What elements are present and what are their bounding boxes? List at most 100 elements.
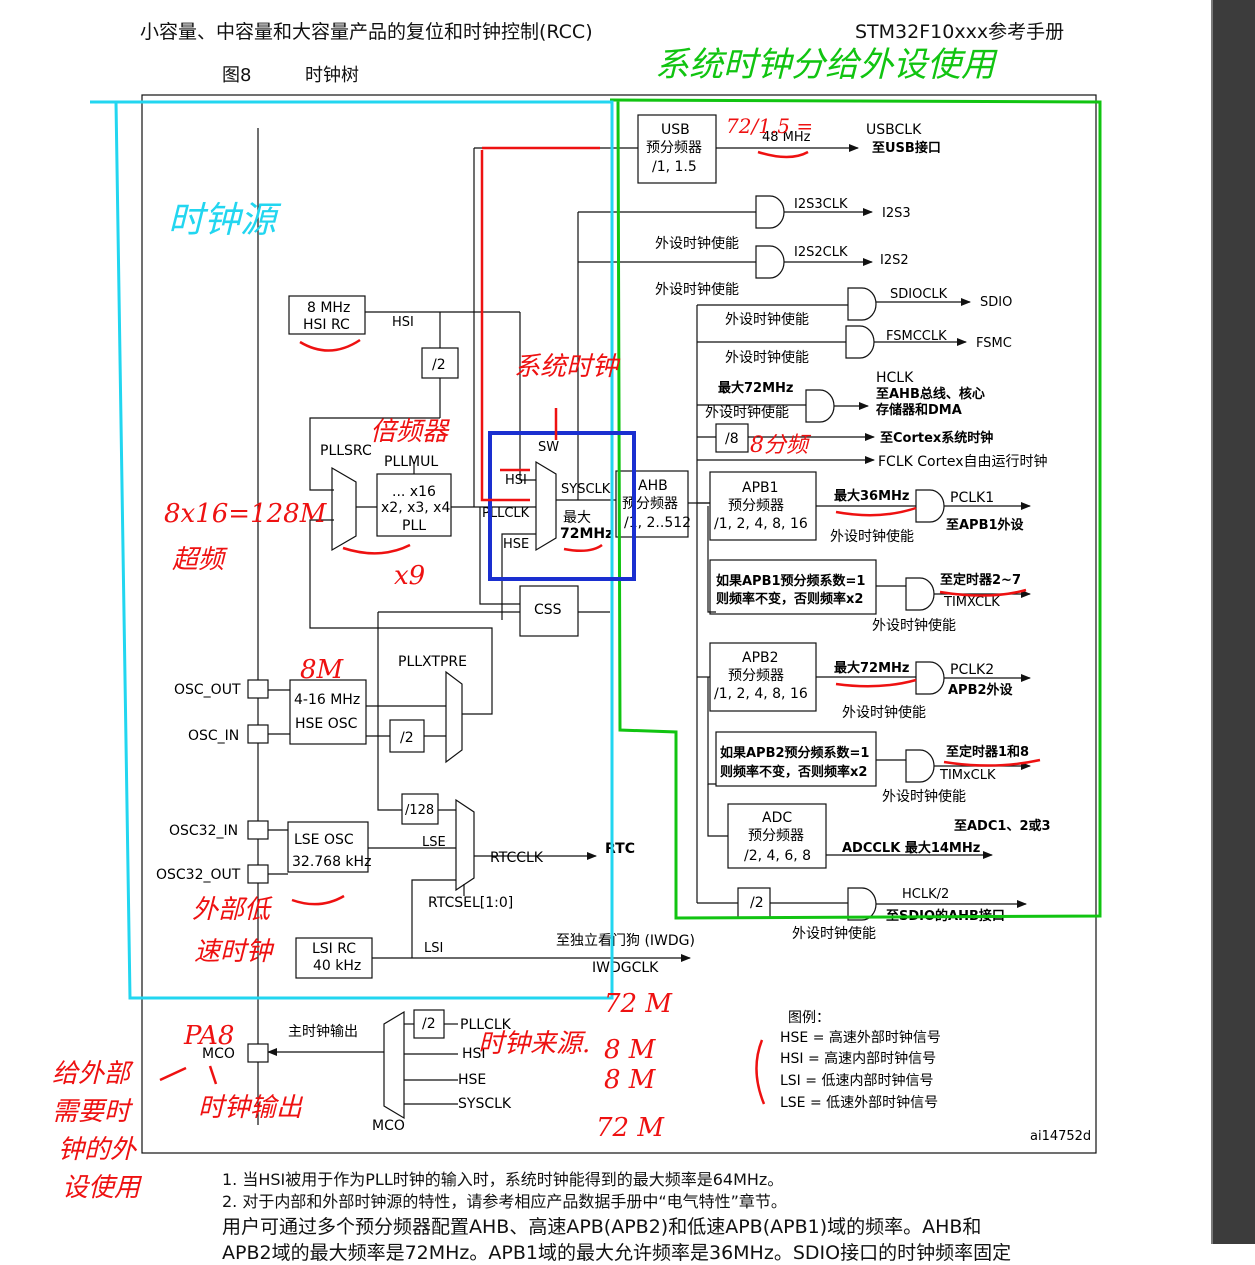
timer27-label: 至定时器2~7 xyxy=(940,572,1021,588)
figure-number: 图8 xyxy=(222,65,252,86)
fsmcclk-label: FSMCCLK xyxy=(886,329,947,344)
to-adc: 至ADC1、2或3 xyxy=(954,818,1051,834)
i2s2-label: I2S2 xyxy=(880,253,909,268)
css-label: CSS xyxy=(534,602,562,618)
hsi-rc-name: HSI RC xyxy=(303,317,350,333)
apb1-title: APB1 xyxy=(742,480,779,496)
pllclk-sw: PLLCLK xyxy=(482,506,530,521)
mco-val-4: 72 M xyxy=(596,1113,665,1143)
apb2-title: APB2 xyxy=(742,650,779,666)
pllxtpre-label: PLLXTPRE xyxy=(398,654,467,670)
lse-osc-freq: 32.768 kHz xyxy=(292,854,371,870)
overclock-calc: 8x16=128M xyxy=(164,499,328,529)
lsi-rc-name: LSI RC xyxy=(312,941,356,957)
pll-name: PLL xyxy=(402,518,426,534)
green-annotation: 系统时钟分给外设使用 xyxy=(655,45,998,85)
apb1-prescaler: 预分频器 xyxy=(728,498,784,514)
usbclk-label: USBCLK xyxy=(866,122,922,138)
sdio-label: SDIO xyxy=(980,295,1012,310)
max72-ahb: 最大72MHz xyxy=(718,380,793,396)
pll-x16: ... x16 xyxy=(392,484,436,500)
iwdg-label: 至独立看门狗 (IWDG) xyxy=(556,933,695,949)
lsi-rc-freq: 40 kHz xyxy=(313,958,361,974)
apb1-ratio: /1, 2, 4, 8, 16 xyxy=(714,516,808,532)
blue-sysclk-box xyxy=(488,431,636,581)
ext-lowspeed-2: 速时钟 xyxy=(194,937,275,967)
periph-en-fsmc: 外设时钟使能 xyxy=(725,349,809,366)
usb-prescaler: 预分频器 xyxy=(646,140,702,156)
to-apb2: APB2外设 xyxy=(948,682,1014,698)
periph-en-i2s3: 外设时钟使能 xyxy=(655,235,739,252)
periph-en-tim2: 外设时钟使能 xyxy=(882,788,966,805)
mco-hse: HSE xyxy=(458,1072,486,1088)
paragraph-line-2: APB2域的最大频率是72MHz。APB1域的最大允许频率是36MHz。SDIO… xyxy=(222,1242,1012,1264)
hclk2-label: HCLK/2 xyxy=(902,887,949,902)
div8-label: /8 xyxy=(725,431,739,447)
overclock-note: 超频 xyxy=(172,545,228,575)
multiplier-note: 倍频器 xyxy=(370,417,450,447)
periph-en-apb1: 外设时钟使能 xyxy=(830,528,914,545)
legend-lse: LSE = 低速外部时钟信号 xyxy=(780,1094,938,1111)
timxclk2-label: TIMxCLK xyxy=(939,768,996,783)
osc-in-pin: OSC_IN xyxy=(188,728,239,744)
osc-out-pin: OSC_OUT xyxy=(174,682,241,698)
apb2-prescaler: 预分频器 xyxy=(728,668,784,684)
mco-pin: MCO xyxy=(202,1046,235,1062)
i2s3clk-label: I2S3CLK xyxy=(794,197,848,212)
hse-osc-name: HSE OSC xyxy=(295,716,358,732)
hse-osc-freq: 4-16 MHz xyxy=(294,692,360,708)
to-usb-label: 至USB接口 xyxy=(872,140,941,156)
hclk-mem: 存储器和DMA xyxy=(876,402,962,418)
ext-lowspeed-1: 外部低 xyxy=(192,895,273,925)
tim-note1-a: 如果APB1预分频系数=1 xyxy=(716,573,865,589)
max-label: 最大 xyxy=(563,510,591,526)
iwdgclk-label: IWDGCLK xyxy=(592,960,659,976)
div8-note: 8分频 xyxy=(750,433,812,458)
usb-calc-note: 72/1.5 = xyxy=(726,114,813,138)
hse-sw: HSE xyxy=(503,537,529,552)
ahb-prescaler: 预分频器 xyxy=(622,496,678,512)
hsi-sw: HSI xyxy=(505,473,527,488)
osc32-out-pin: OSC32_OUT xyxy=(156,867,241,883)
legend-hse: HSE = 高速外部时钟信号 xyxy=(780,1029,941,1046)
ext-periph-3: 钟的外 xyxy=(58,1135,138,1165)
periph-en-tim1: 外设时钟使能 xyxy=(872,617,956,634)
tim-note1-b: 则频率不变，否则频率x2 xyxy=(716,591,863,607)
usb-ratio: /1, 1.5 xyxy=(652,159,697,175)
adcclk-label: ADCCLK 最大14MHz xyxy=(842,840,980,856)
pll-mults: x2, x3, x4 xyxy=(381,500,450,516)
usb-title: USB xyxy=(661,122,690,138)
periph-en-sdio: 外设时钟使能 xyxy=(725,311,809,328)
legend-title: 图例： xyxy=(788,1010,830,1026)
div2-sdio: /2 xyxy=(750,895,764,911)
m8-note: 8M xyxy=(300,655,345,685)
window-edge xyxy=(1211,0,1255,1244)
max36-label: 最大36MHz xyxy=(834,488,909,504)
rtcclk-label: RTCCLK xyxy=(490,850,544,866)
footnote-1: 1. 当HSI被用于作为PLL时钟的输入时，系统时钟能得到的最大频率是64MHz… xyxy=(222,1170,784,1189)
manual-header: STM32F10xxx参考手册 xyxy=(855,21,1065,43)
periph-en-sdio-ahb: 外设时钟使能 xyxy=(792,925,876,942)
rtc-label: RTC xyxy=(605,841,635,857)
figure-id: ai14752d xyxy=(1030,1129,1091,1144)
tim-note2-a: 如果APB2预分频系数=1 xyxy=(720,745,869,761)
sw-label: SW xyxy=(538,440,559,455)
figure-title: 时钟树 xyxy=(305,65,359,86)
cortex-label: 至Cortex系统时钟 xyxy=(880,430,993,446)
periph-en-i2s2: 外设时钟使能 xyxy=(655,281,739,298)
clk-sources-note: 时钟来源. xyxy=(478,1029,590,1059)
apb2-ratio: /1, 2, 4, 8, 16 xyxy=(714,686,808,702)
legend-lsi: LSI = 低速内部时钟信号 xyxy=(780,1072,933,1089)
mco-pllclk: PLLCLK xyxy=(460,1017,512,1033)
mco-val-3: 8 M xyxy=(604,1065,657,1095)
lse-label: LSE xyxy=(422,835,446,850)
tim-note2-b: 则频率不变，否则频率x2 xyxy=(720,764,867,780)
pllmul-label: PLLMUL xyxy=(384,454,438,470)
ext-periph-2: 需要时 xyxy=(52,1097,134,1127)
sysclk-note: 系统时钟 xyxy=(514,352,621,382)
ahb-title: AHB xyxy=(638,478,668,494)
hsi-rc-freq: 8 MHz xyxy=(307,300,350,316)
lsi-label: LSI xyxy=(424,941,443,956)
adc-title: ADC xyxy=(762,810,792,826)
